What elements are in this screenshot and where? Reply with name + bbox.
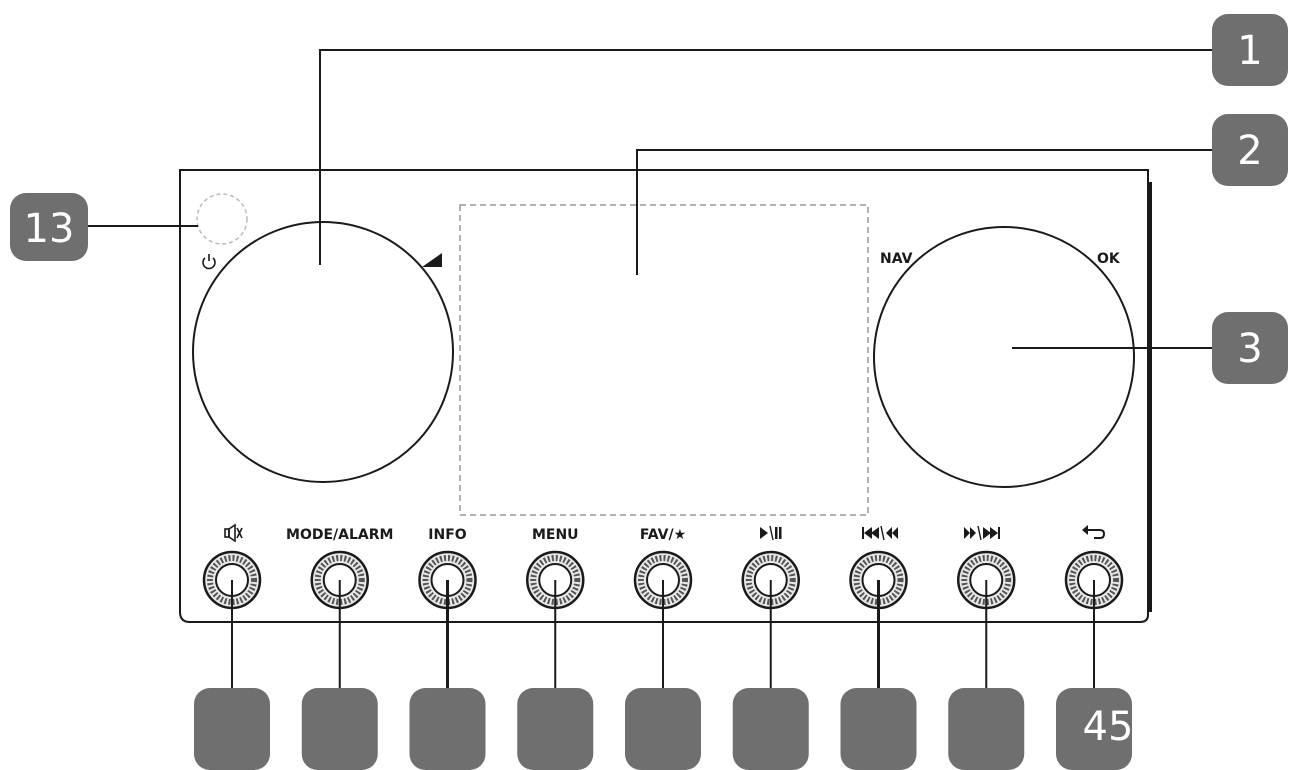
button-knurl-ring <box>207 555 257 605</box>
display-screen <box>459 204 869 516</box>
mute-icon <box>224 523 243 543</box>
button-knurl-ring <box>1069 555 1119 605</box>
button-label: FAV/★ <box>640 527 686 543</box>
play-pause-icon <box>760 525 782 541</box>
bottom-callout-visible: 45 <box>1083 704 1134 750</box>
button-knurl-ring <box>638 555 688 605</box>
nav-ok-knob[interactable] <box>873 226 1135 488</box>
button-knurl-ring <box>853 555 904 605</box>
callout-bottom-badge <box>732 688 809 770</box>
leader-line-1 <box>319 49 1212 265</box>
callout-bottom-badge <box>301 688 378 770</box>
back-icon <box>1082 525 1106 539</box>
callout-bottom-badge <box>409 688 486 770</box>
button-label: INFO <box>428 527 466 543</box>
callout-bottom-badge <box>1056 688 1132 770</box>
button-label: MENU <box>532 527 579 543</box>
callout-bottom-badge <box>194 688 270 770</box>
mute-button-group <box>224 523 243 543</box>
button-knurl-ring <box>422 555 473 605</box>
button-knurl-ring <box>314 555 365 605</box>
callout-13: 13 <box>10 193 88 261</box>
buttons-row: MODE/ALARM INFO MENU FAV/★ <box>202 523 1124 690</box>
device-body <box>179 169 1149 623</box>
button-label: MODE/ALARM <box>286 527 393 543</box>
callout-3: 3 <box>1212 312 1288 384</box>
bottom-badges <box>194 688 1132 770</box>
svg-text:13: 13 <box>24 206 75 252</box>
leader-line-2 <box>636 149 1212 275</box>
volume-icon <box>422 253 442 267</box>
button-knurl-ring <box>530 555 581 605</box>
volume-knob[interactable] <box>192 221 454 483</box>
callout-2: 2 <box>1212 114 1288 186</box>
callout-bottom-badge <box>625 688 701 770</box>
svg-text:1: 1 <box>1237 28 1262 74</box>
callout-1: 1 <box>1212 14 1288 86</box>
svg-text:3: 3 <box>1237 326 1262 372</box>
callout-bottom-badge <box>840 688 917 770</box>
callout-bottom-badge <box>948 688 1025 770</box>
callout-bottom-badge <box>517 688 594 770</box>
ok-label: OK <box>1097 251 1121 267</box>
forward-next-icon <box>964 525 1000 541</box>
power-button[interactable] <box>196 193 248 245</box>
button-knurl-ring <box>961 555 1012 605</box>
button-knurl-ring <box>745 555 796 605</box>
power-icon <box>202 254 216 270</box>
nav-label: NAV <box>880 251 913 267</box>
prev-rewind-icon <box>862 525 898 541</box>
svg-text:2: 2 <box>1237 128 1262 174</box>
